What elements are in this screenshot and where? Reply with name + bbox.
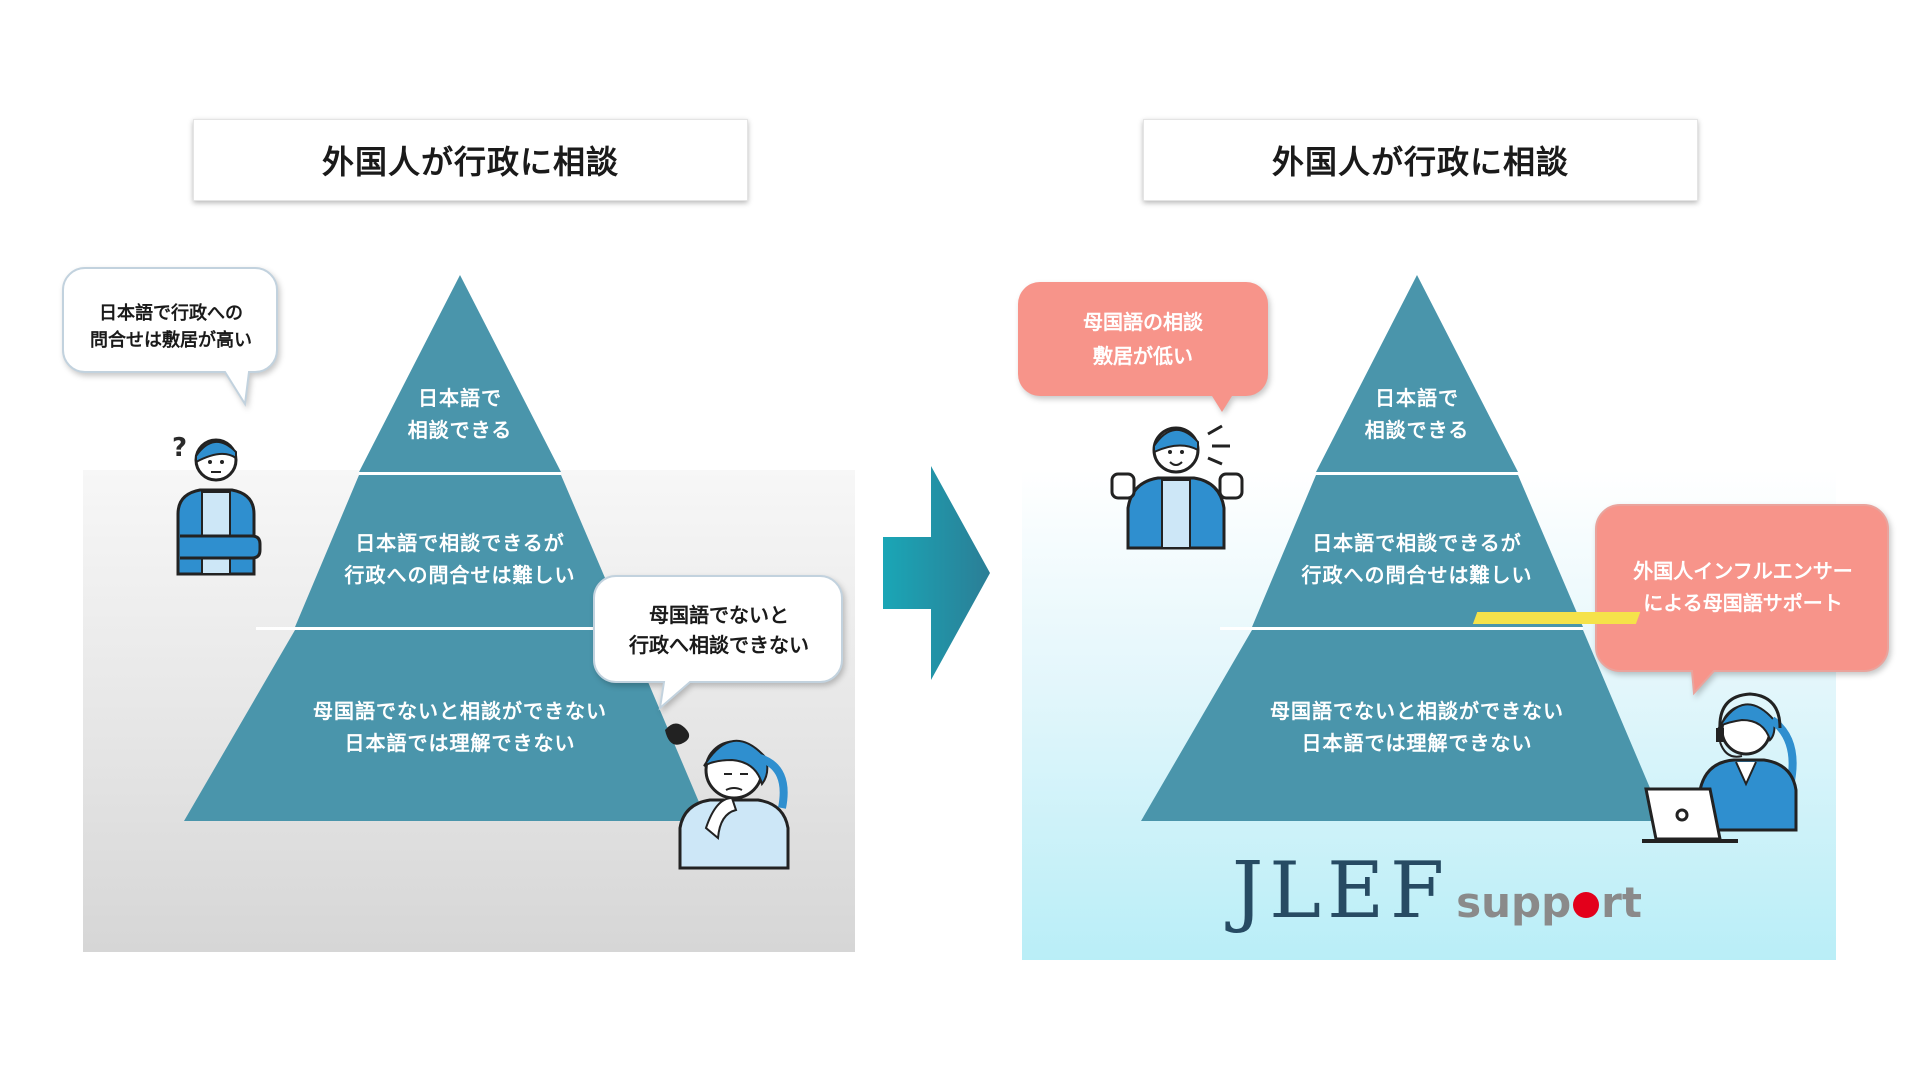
confused-man-icon: ? — [172, 433, 262, 576]
red-dot-icon — [1573, 892, 1600, 918]
left-title-text: 外国人が行政に相談 — [321, 143, 619, 181]
right-pyramid-middle-text: 日本語で相談できるが 行政への問合せは難しい — [1277, 527, 1557, 591]
right-pyramid-top — [1316, 275, 1518, 472]
left-pyramid-bottom-text: 母国語でないと相談ができない 日本語では理解できない — [270, 695, 650, 759]
right-pyramid-middle — [1252, 475, 1583, 627]
right-middle-line-2: 行政への問合せは難しい — [1301, 563, 1533, 587]
right-arrow-icon — [883, 466, 990, 680]
highlight-underline — [1472, 612, 1641, 624]
left-speech-bubble — [62, 267, 278, 407]
right-bottom-line-2: 日本語では理解できない — [1301, 731, 1533, 755]
right-title-text: 外国人が行政に相談 — [1271, 143, 1569, 181]
happy-man-icon — [1110, 424, 1244, 550]
logo-support-before: supp — [1456, 878, 1572, 927]
happy-bubble-text: 母国語の相談 敷居が低い — [1018, 305, 1268, 373]
happy-bubble-line-1: 母国語の相談 — [1083, 310, 1203, 334]
worried-bubble-line-1: 母国語でないと — [649, 603, 789, 627]
right-pyramid-bottom — [1141, 630, 1664, 821]
left-pyramid — [184, 275, 707, 821]
happy-bubble-line-2: 敷居が低い — [1093, 344, 1193, 368]
operator-bubble-line-1: 外国人インフルエンサー — [1633, 559, 1853, 583]
right-bottom-line-1: 母国語でないと相談ができない — [1270, 699, 1564, 723]
right-pyramid-bottom-text: 母国語でないと相談ができない 日本語では理解できない — [1227, 695, 1607, 759]
logo-jlef-text: JLEF — [1232, 846, 1451, 936]
operator-speech-bubble — [1472, 504, 1889, 696]
left-bubble-text: 日本語で行政への 問合せは敷居が高い — [68, 300, 274, 354]
operator-bubble-highlight: 母国語サポート — [1702, 591, 1843, 615]
right-middle-line-1: 日本語で相談できるが — [1312, 531, 1522, 555]
operator-bubble-line-2: による母国語サポート — [1598, 587, 1888, 619]
left-pyramid-middle-text: 日本語で相談できるが 行政への問合せは難しい — [320, 527, 600, 591]
left-bubble-line-2: 問合せは敷居が高い — [90, 330, 252, 351]
operator-bubble-prefix: による — [1643, 591, 1703, 615]
operator-bubble-text: 外国人インフルエンサー による母国語サポート — [1598, 555, 1888, 619]
left-bottom-line-1: 母国語でないと相談ができない — [313, 699, 607, 723]
left-middle-line-2: 行政への問合せは難しい — [344, 563, 576, 587]
left-title-box: 外国人が行政に相談 — [193, 119, 748, 201]
worried-bubble-line-2: 行政へ相談できない — [629, 633, 809, 657]
right-pyramid-top-text: 日本語で 相談できる — [1337, 382, 1497, 446]
right-pyramid — [1141, 275, 1664, 821]
left-pyramid-bottom — [184, 630, 707, 821]
worried-bubble-text: 母国語でないと 行政へ相談できない — [596, 600, 842, 660]
right-top-line-1: 日本語で — [1375, 386, 1459, 410]
left-pyramid-top-text: 日本語で 相談できる — [380, 382, 540, 446]
headset-operator-icon — [1698, 692, 1798, 832]
logo-support-after: rt — [1601, 878, 1642, 927]
left-top-line-1: 日本語で — [418, 386, 502, 410]
right-top-line-2: 相談できる — [1364, 418, 1470, 442]
laptop-icon — [1642, 787, 1738, 843]
left-top-line-2: 相談できる — [407, 418, 513, 442]
left-middle-line-1: 日本語で相談できるが — [355, 531, 565, 555]
svg-text:?: ? — [172, 433, 187, 463]
left-pyramid-top — [359, 275, 561, 472]
right-title-box: 外国人が行政に相談 — [1143, 119, 1698, 201]
left-bubble-line-1: 日本語で行政への — [99, 303, 243, 324]
left-pyramid-middle — [295, 475, 626, 627]
worried-woman-icon — [665, 723, 790, 870]
worried-speech-bubble — [593, 575, 843, 711]
left-bottom-line-2: 日本語では理解できない — [344, 731, 576, 755]
happy-speech-bubble — [1018, 282, 1268, 412]
